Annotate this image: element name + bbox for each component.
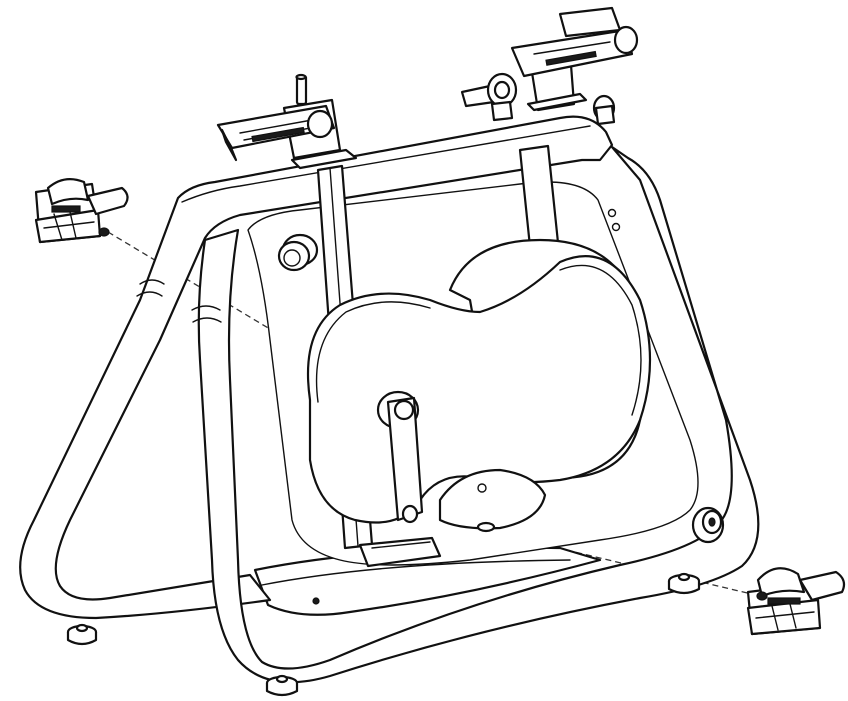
clamp-knob-icon <box>613 25 639 55</box>
leveling-foot-rear-right <box>667 572 701 595</box>
leveling-foot-front-center <box>265 674 299 697</box>
base-plate <box>253 546 602 616</box>
leveling-foot-front-left <box>66 623 98 646</box>
frame-bolt-icon <box>611 222 621 232</box>
frame-bolt-icon <box>607 208 617 218</box>
pedal-axle-icon <box>756 591 768 601</box>
leveling-foot-center <box>476 521 496 533</box>
transport-wheel <box>691 506 725 544</box>
seat-post-clamp <box>216 73 358 170</box>
quick-release-lever <box>460 72 518 122</box>
leveling-feet <box>66 521 701 697</box>
clamp-knob-icon <box>306 109 334 139</box>
handlebar-clamp <box>510 6 639 112</box>
pedal-left <box>34 177 129 244</box>
adjustment-knob <box>277 233 319 272</box>
guide-line-left-pedal <box>107 231 406 411</box>
handlebar-post-cap <box>592 94 616 126</box>
pedal-axle-icon <box>98 227 110 237</box>
flywheel-support <box>358 536 442 568</box>
crank-arm <box>376 390 424 524</box>
pedal-right <box>746 567 846 636</box>
